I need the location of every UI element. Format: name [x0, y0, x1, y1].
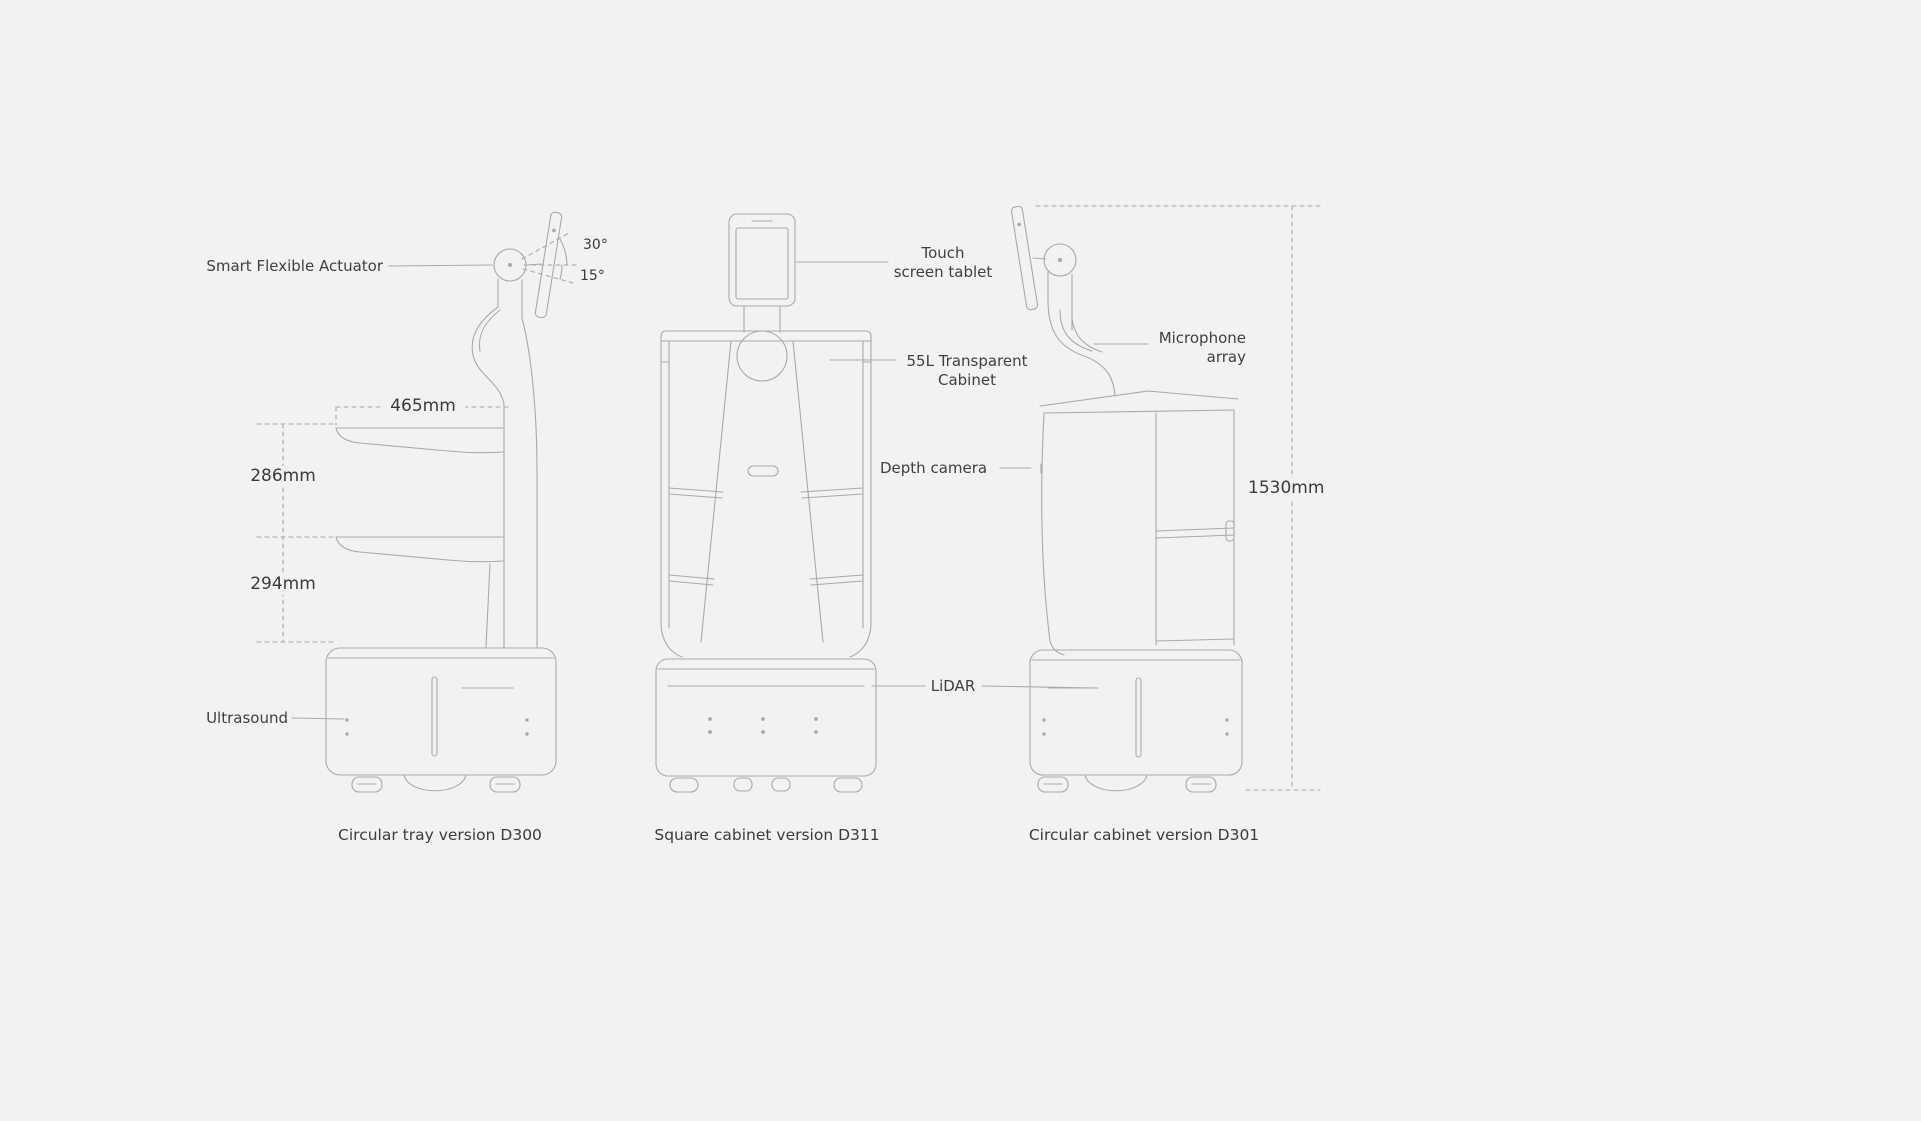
- d301-base: [1029, 649, 1243, 793]
- robot-d300-drawing: [325, 211, 579, 793]
- label-microphone-array-line2: array: [1206, 348, 1246, 366]
- label-ultrasound: Ultrasound: [206, 709, 288, 727]
- label-smart-flexible-actuator: Smart Flexible Actuator: [206, 257, 383, 275]
- d311-base: [655, 658, 877, 793]
- d311-tablet: [728, 213, 796, 307]
- caption-d300: Circular tray version D300: [338, 826, 542, 844]
- leader-lines: [291, 261, 1149, 720]
- label-touch-screen-tablet-line2: screen tablet: [893, 263, 993, 281]
- label-lidar: LiDAR: [930, 677, 976, 695]
- label-55l-transparent-cabinet: 55L Transparent Cabinet: [896, 352, 1038, 390]
- dim-tray-width: 465mm: [381, 396, 465, 417]
- leader-lidar-right: [981, 685, 1096, 689]
- leader-ultrasound: [291, 717, 345, 720]
- dimensions-d300: [256, 406, 513, 643]
- microphone-array-curves: [1047, 299, 1116, 397]
- trays: [335, 427, 505, 563]
- label-angle-30: 30°: [581, 237, 610, 253]
- tilt-angle-annotation: [521, 232, 579, 284]
- robot-d311-drawing: [655, 213, 877, 793]
- dim-overall-height: 1530mm: [1243, 478, 1327, 499]
- label-angle-15: 15°: [578, 268, 607, 284]
- label-touch-screen-tablet: Touch screen tablet: [873, 244, 1013, 282]
- label-55l-transparent-cabinet-line1: 55L Transparent: [906, 352, 1028, 370]
- d300-base: [325, 647, 557, 793]
- label-depth-camera: Depth camera: [880, 459, 988, 477]
- caption-d301: Circular cabinet version D301: [1028, 826, 1260, 844]
- dim-lower-tray-gap: 294mm: [241, 574, 325, 595]
- d301-tablet-side: [1010, 205, 1039, 311]
- robot-d301-drawing: [1010, 205, 1243, 793]
- label-touch-screen-tablet-line1: Touch: [921, 244, 965, 262]
- d300-tablet-side: [534, 211, 563, 319]
- label-55l-transparent-cabinet-line2: Cabinet: [938, 371, 996, 389]
- leader-smart-flexible-actuator: [388, 264, 493, 267]
- caption-d311: Square cabinet version D311: [654, 826, 880, 844]
- dim-upper-tray-gap: 286mm: [241, 466, 325, 487]
- label-microphone-array-line1: Microphone: [1158, 329, 1246, 347]
- cabinet-shelves: [668, 487, 864, 586]
- label-microphone-array: Microphone array: [1146, 329, 1246, 367]
